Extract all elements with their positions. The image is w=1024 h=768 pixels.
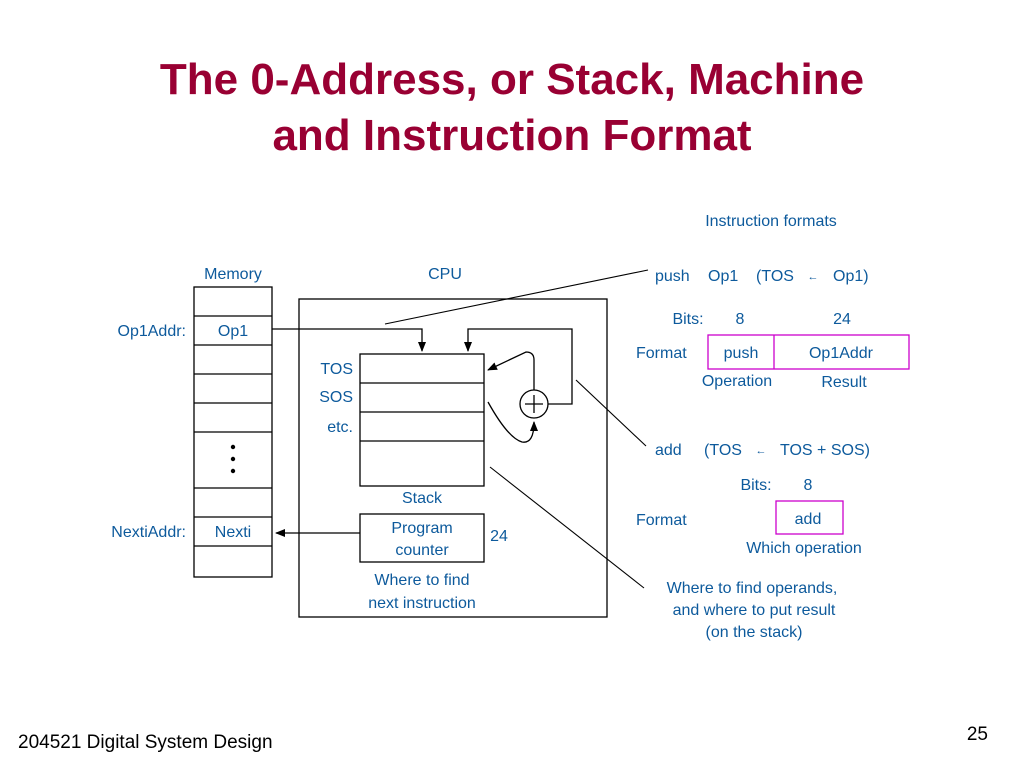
- add-bits-op: 8: [804, 477, 813, 494]
- add-eq-open: (TOS: [704, 442, 742, 459]
- etc-label: etc.: [327, 419, 353, 436]
- cpu-label: CPU: [428, 266, 462, 283]
- stack-label: Stack: [402, 490, 443, 507]
- leader-lines: [384, 269, 649, 589]
- memory-cell-op1: Op1: [218, 323, 248, 340]
- slide-title-line1: The 0-Address, or Stack, Machine: [159, 55, 865, 104]
- program-counter-box: [359, 513, 485, 563]
- program-counter-line1: Program: [391, 520, 452, 537]
- formats-heading: Instruction formats: [705, 213, 837, 230]
- memory-cell-nexti: Nexti: [215, 524, 251, 541]
- memory-label: Memory: [204, 266, 262, 283]
- data-paths: [272, 328, 573, 537]
- cpu-box: [298, 298, 608, 618]
- add-format-box: [775, 500, 844, 535]
- pc-caption-line1: Where to find: [374, 572, 469, 589]
- slide-title: The 0-Address, or Stack, Machine and Ins…: [0, 52, 1024, 164]
- pc-caption-line2: next instruction: [368, 595, 476, 612]
- push-caption-op: Operation: [702, 373, 772, 390]
- stack: [359, 353, 485, 487]
- program-counter-bits: 24: [490, 528, 508, 545]
- sos-label: SOS: [319, 389, 353, 406]
- push-mnemonic: push: [655, 268, 690, 285]
- push-format-label: Format: [636, 345, 687, 362]
- add-caption-op: Which operation: [746, 540, 862, 557]
- push-bits-op: 8: [736, 311, 745, 328]
- nexti-addr-label: NextiAddr:: [111, 524, 186, 541]
- push-bits-label: Bits:: [672, 311, 703, 328]
- slide-title-line2: and Instruction Format: [272, 111, 752, 160]
- add-assign-arrow: ←: [756, 445, 767, 457]
- push-field-addr: Op1Addr: [809, 345, 874, 362]
- memory-column: [193, 286, 273, 578]
- program-counter-line2: counter: [395, 542, 449, 559]
- footer-course: 204521 Digital System Design: [18, 732, 273, 753]
- tos-label: TOS: [320, 361, 353, 378]
- operands-caption-line3: (on the stack): [706, 624, 803, 641]
- add-field-op: add: [795, 511, 822, 528]
- memory-ellipsis: [230, 444, 236, 474]
- add-eq-close: TOS + SOS): [780, 442, 870, 459]
- push-format-box: [707, 334, 910, 370]
- add-bits-label: Bits:: [740, 477, 771, 494]
- adder-icon: [519, 389, 549, 419]
- operands-caption-line1: Where to find operands,: [667, 580, 838, 597]
- page-number: 25: [966, 724, 988, 745]
- add-mnemonic: add: [655, 442, 682, 459]
- push-field-op: push: [724, 345, 759, 362]
- push-eq-open: (TOS: [756, 268, 794, 285]
- push-bits-addr: 24: [833, 311, 851, 328]
- operands-caption-line2: and where to put result: [673, 602, 836, 619]
- push-eq-close: Op1): [833, 268, 869, 285]
- add-format-label: Format: [636, 512, 687, 529]
- op1-addr-label: Op1Addr:: [118, 323, 186, 340]
- push-operand: Op1: [708, 268, 738, 285]
- push-caption-result: Result: [821, 374, 867, 391]
- push-assign-arrow: ←: [808, 271, 819, 283]
